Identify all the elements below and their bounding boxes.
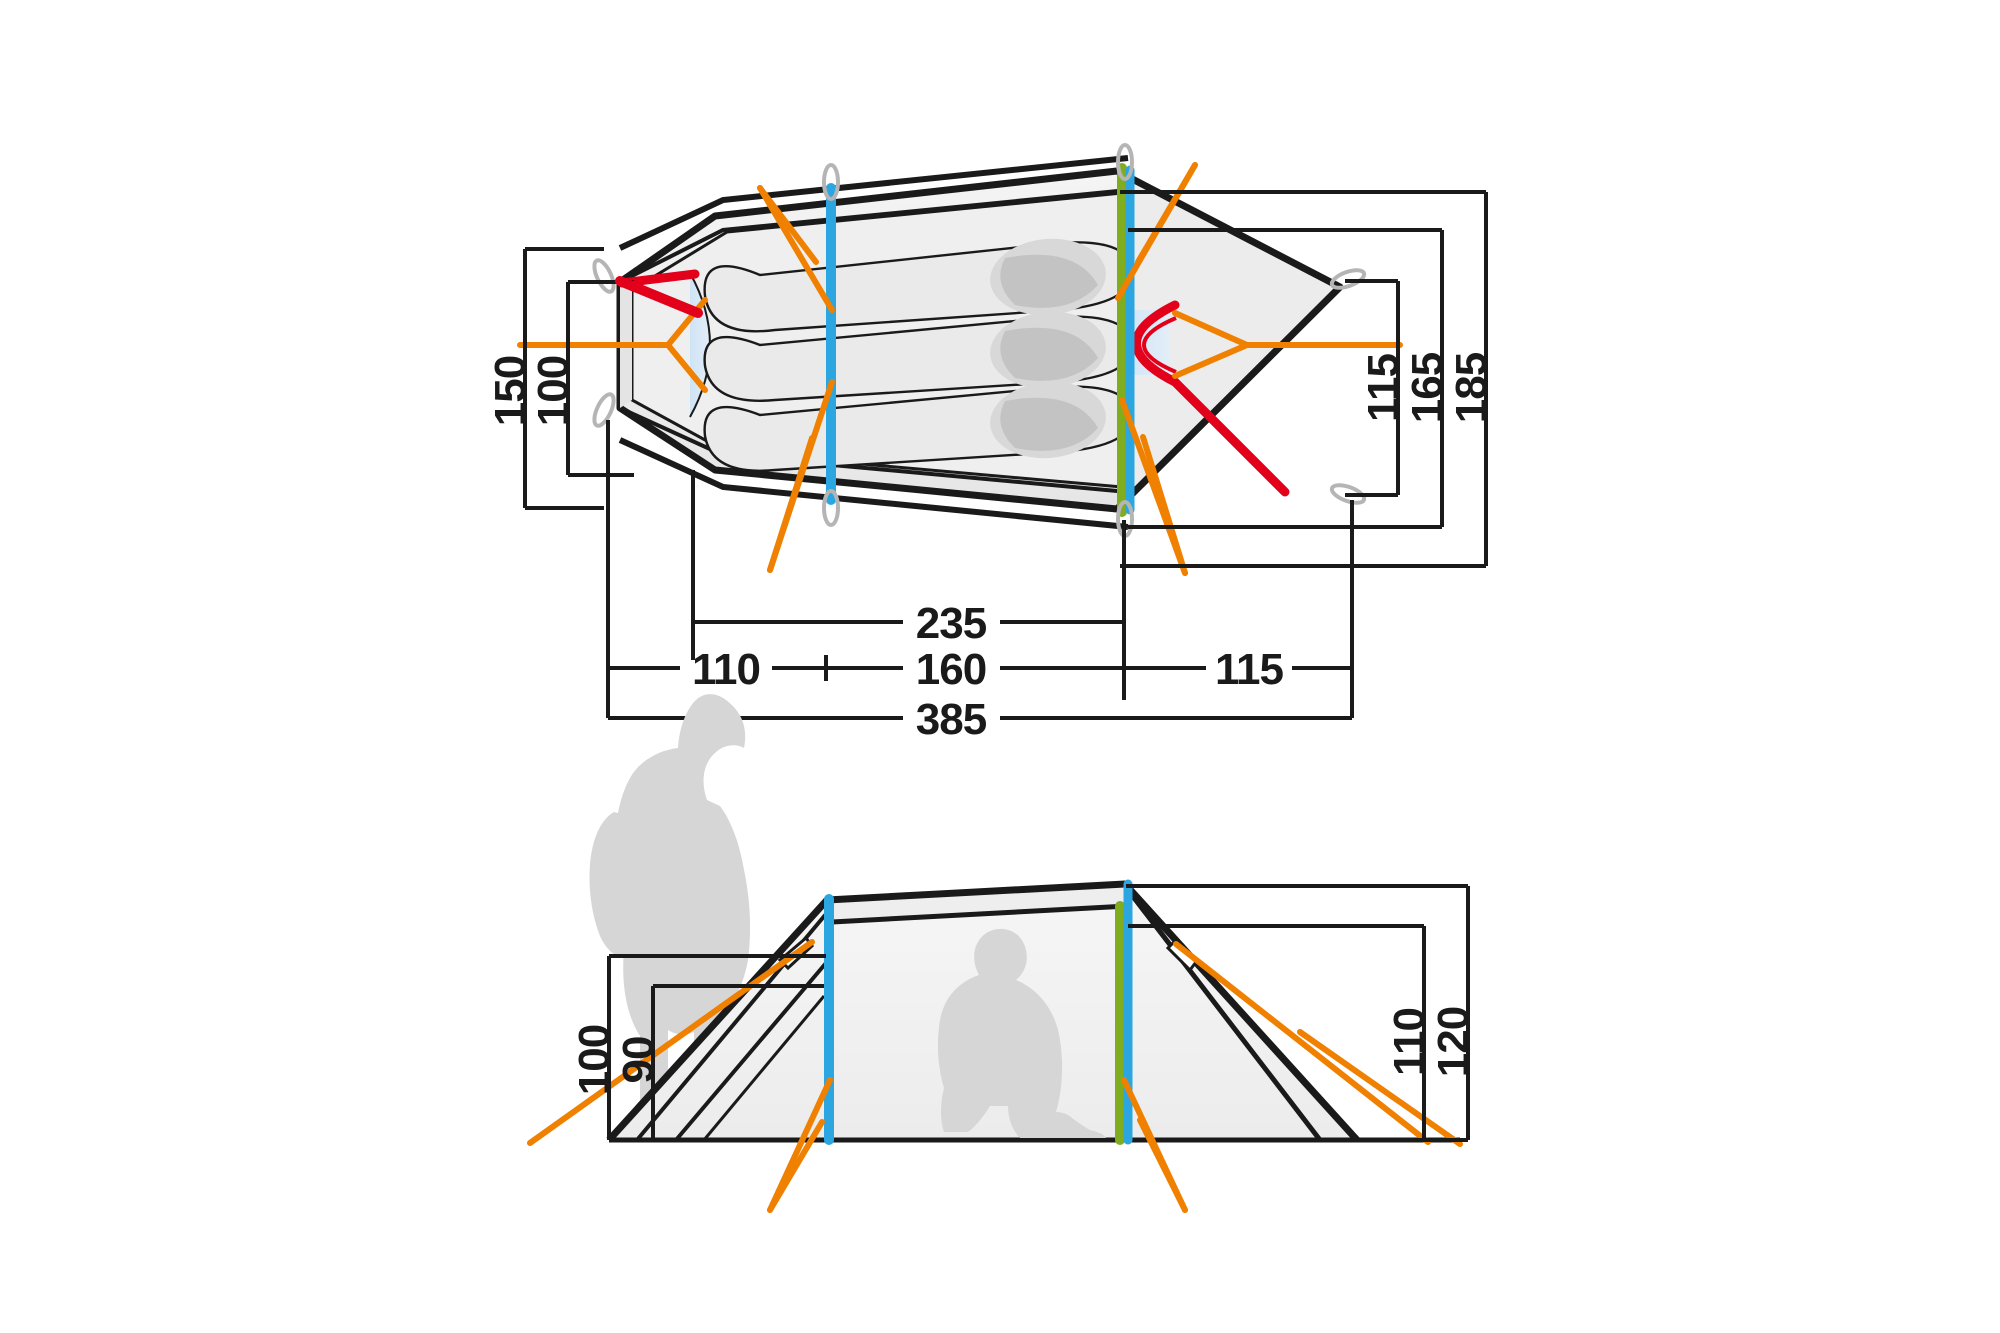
guy-line — [527, 939, 815, 1146]
standing-person-backpack — [589, 812, 636, 960]
guy-line — [767, 435, 815, 573]
guy-line — [757, 185, 819, 265]
guy-line — [1137, 1117, 1188, 1213]
side-dim-label-100: 100 — [570, 1025, 619, 1095]
sleeper-head-shade-1 — [1000, 254, 1098, 308]
top-dim-label-110: 110 — [692, 645, 760, 694]
side-rear-line-1 — [1126, 888, 1322, 1142]
top-dimension-bottom — [606, 420, 1354, 720]
top-dim-label-r185: 185 — [1447, 352, 1496, 423]
peg-icon — [822, 489, 840, 527]
red-pole-front-main — [615, 276, 703, 318]
side-dim-label-90: 90 — [614, 1037, 663, 1084]
red-arch-inner — [1142, 316, 1177, 374]
side-dim-label-120: 120 — [1429, 1007, 1478, 1077]
side-vestibule-line-3 — [702, 995, 826, 1141]
guy-line-front-y2 — [665, 342, 708, 393]
guy-line — [1140, 434, 1188, 576]
top-dim-label-385: 385 — [916, 695, 987, 744]
fly-outline — [616, 167, 1344, 513]
peg-icon — [1116, 143, 1134, 181]
top-dim-label-r165: 165 — [1403, 352, 1452, 423]
fly-ridge-line-top — [618, 155, 1129, 251]
top-dim-label-150: 150 — [486, 356, 535, 426]
peg-icon — [822, 163, 840, 201]
side-dim-label-110: 110 — [1385, 1008, 1434, 1076]
fly-ridge-line-bottom — [618, 437, 1129, 530]
guy-line — [1173, 941, 1431, 1145]
side-guy-line-group — [527, 939, 1463, 1213]
red-arch-outer — [1132, 300, 1290, 497]
side-tent-outline — [606, 880, 1360, 1143]
fly-seam-upper — [619, 188, 1129, 284]
side-view: 100 90 110 120 — [527, 694, 1478, 1213]
top-dimension-right — [1120, 190, 1488, 568]
side-dimension-left — [607, 954, 826, 1140]
guy-line-rear-y2 — [1172, 342, 1250, 379]
sitting-person-silhouette — [937, 928, 1106, 1138]
side-ridge-band — [827, 884, 1128, 922]
top-dim-label-160: 160 — [916, 645, 986, 694]
top-dim-label-r115: 115 — [1359, 353, 1408, 422]
peg-icon — [1329, 483, 1367, 505]
guy-line — [1297, 1029, 1463, 1147]
peg-icon — [1329, 268, 1367, 290]
side-dimension-right — [1126, 884, 1470, 1142]
sleeper-head-shade-2 — [1000, 327, 1098, 381]
side-ridge-lower — [831, 903, 1129, 925]
sleeper-head-shade-3 — [1000, 397, 1098, 451]
top-dim-label-115b: 115 — [1215, 645, 1284, 694]
sitting-person-shape — [937, 928, 1106, 1138]
guy-line — [767, 1119, 825, 1213]
peg-icon — [592, 392, 616, 428]
guy-line — [1135, 162, 1198, 265]
top-dim-label-235: 235 — [916, 599, 987, 648]
peg-icon — [592, 258, 616, 294]
sleeper-group — [703, 238, 1134, 472]
side-vestibule-line-2 — [674, 961, 828, 1142]
top-view: 150 100 115 165 185 — [486, 143, 1496, 744]
rear-door-arch-pole — [1132, 300, 1290, 497]
top-dimension-left — [523, 247, 634, 510]
top-dim-label-100: 100 — [529, 356, 578, 426]
